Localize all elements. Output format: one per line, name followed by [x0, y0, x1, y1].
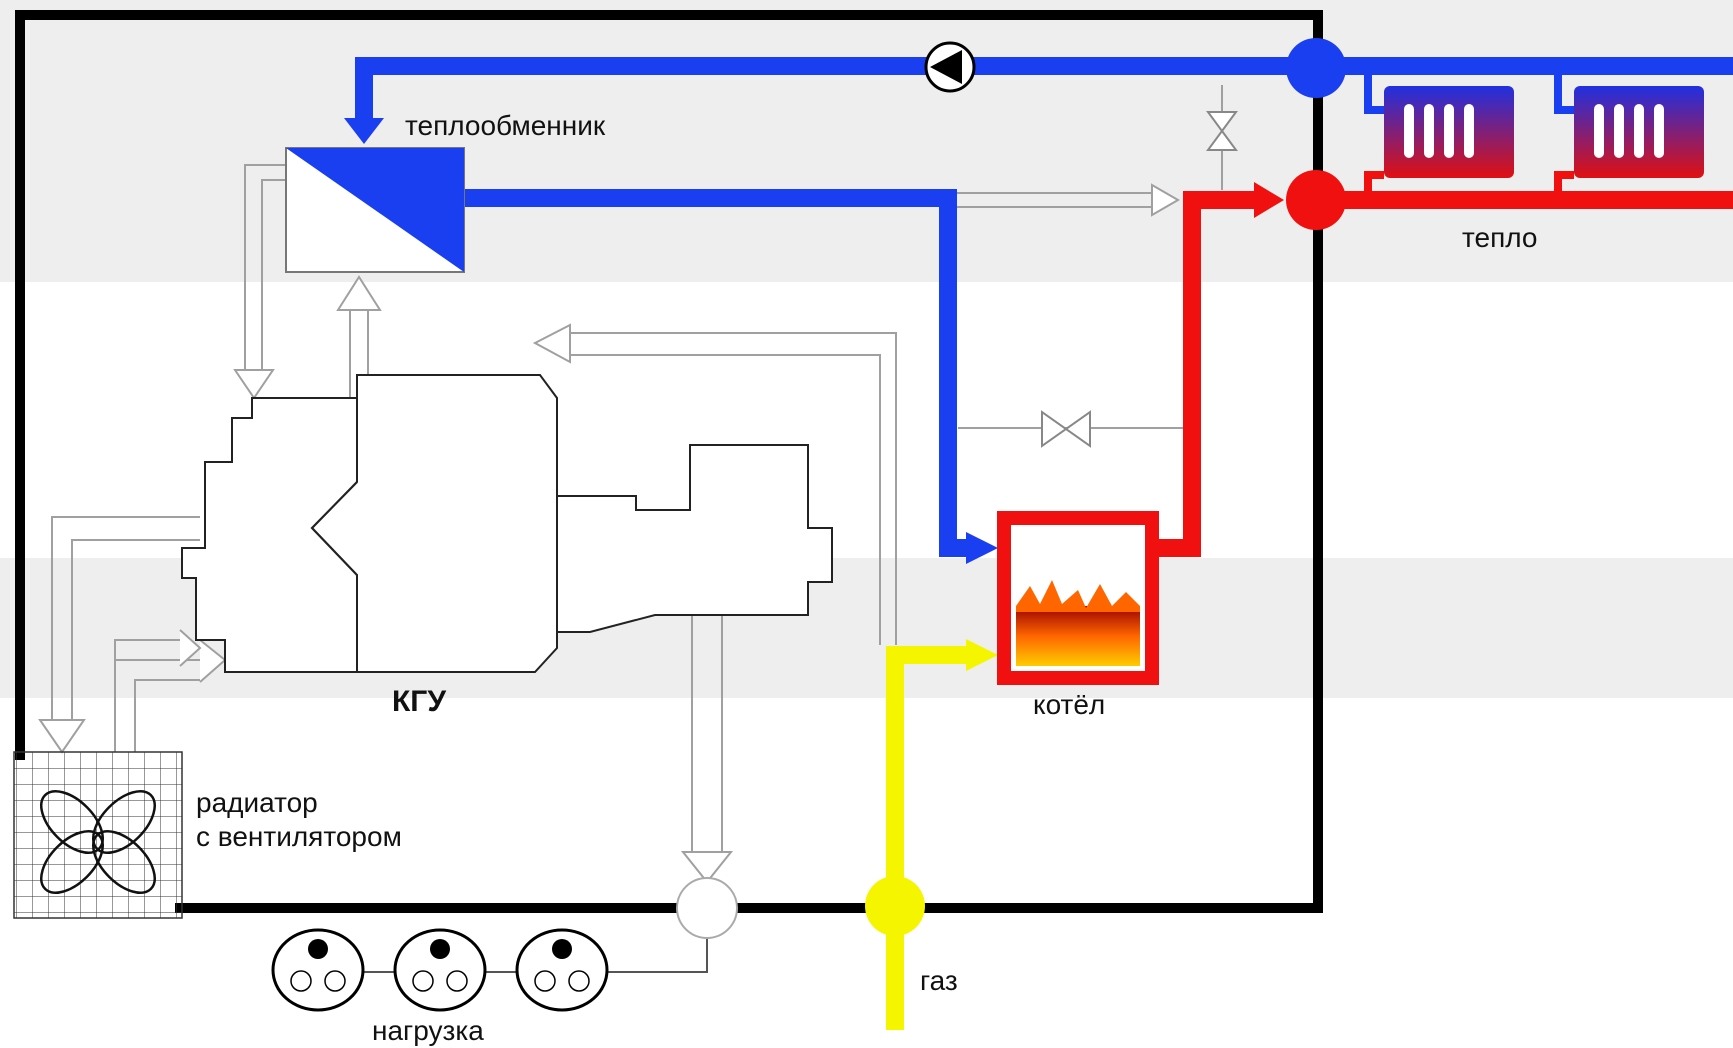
flame-icon	[1016, 580, 1140, 666]
supply-junction	[1286, 170, 1346, 230]
socket-icon	[271, 928, 365, 1012]
supply-pipe	[1152, 191, 1733, 557]
boiler	[997, 511, 1159, 685]
socket-icon	[515, 928, 609, 1012]
cogen-unit-label: КГУ	[392, 685, 446, 718]
fan-radiator	[13, 751, 183, 919]
load-node	[676, 877, 738, 939]
cogen-engine	[181, 374, 833, 673]
supply-arrow	[1254, 182, 1284, 218]
return-junction	[1286, 38, 1346, 98]
valve-icon	[1206, 111, 1238, 151]
socket-icon	[393, 928, 487, 1012]
load-wiring	[362, 936, 708, 973]
aux-pipes	[38, 85, 1223, 884]
return-pipe	[355, 57, 1733, 557]
return-arrow	[966, 532, 998, 564]
valve-icon	[1041, 410, 1091, 448]
gas-label: газ	[920, 965, 958, 996]
gas-arrow	[966, 639, 998, 671]
heat-label: тепло	[1462, 222, 1537, 253]
load-label: нагрузка	[372, 1015, 484, 1046]
radiator-label-line2: с вентилятором	[196, 821, 402, 852]
heat-exchanger-label: теплообменник	[405, 110, 606, 141]
building-frame	[15, 10, 1323, 913]
boiler-label: котёл	[1033, 689, 1105, 720]
heating-radiator	[1550, 62, 1704, 200]
return-arrow	[344, 118, 384, 144]
fan-icon	[40, 790, 156, 894]
pump-icon	[924, 41, 976, 93]
radiator-label: радиатор	[196, 787, 318, 818]
gas-meter	[865, 876, 925, 936]
heat-exchanger	[285, 147, 465, 273]
heating-radiator	[1360, 62, 1514, 200]
